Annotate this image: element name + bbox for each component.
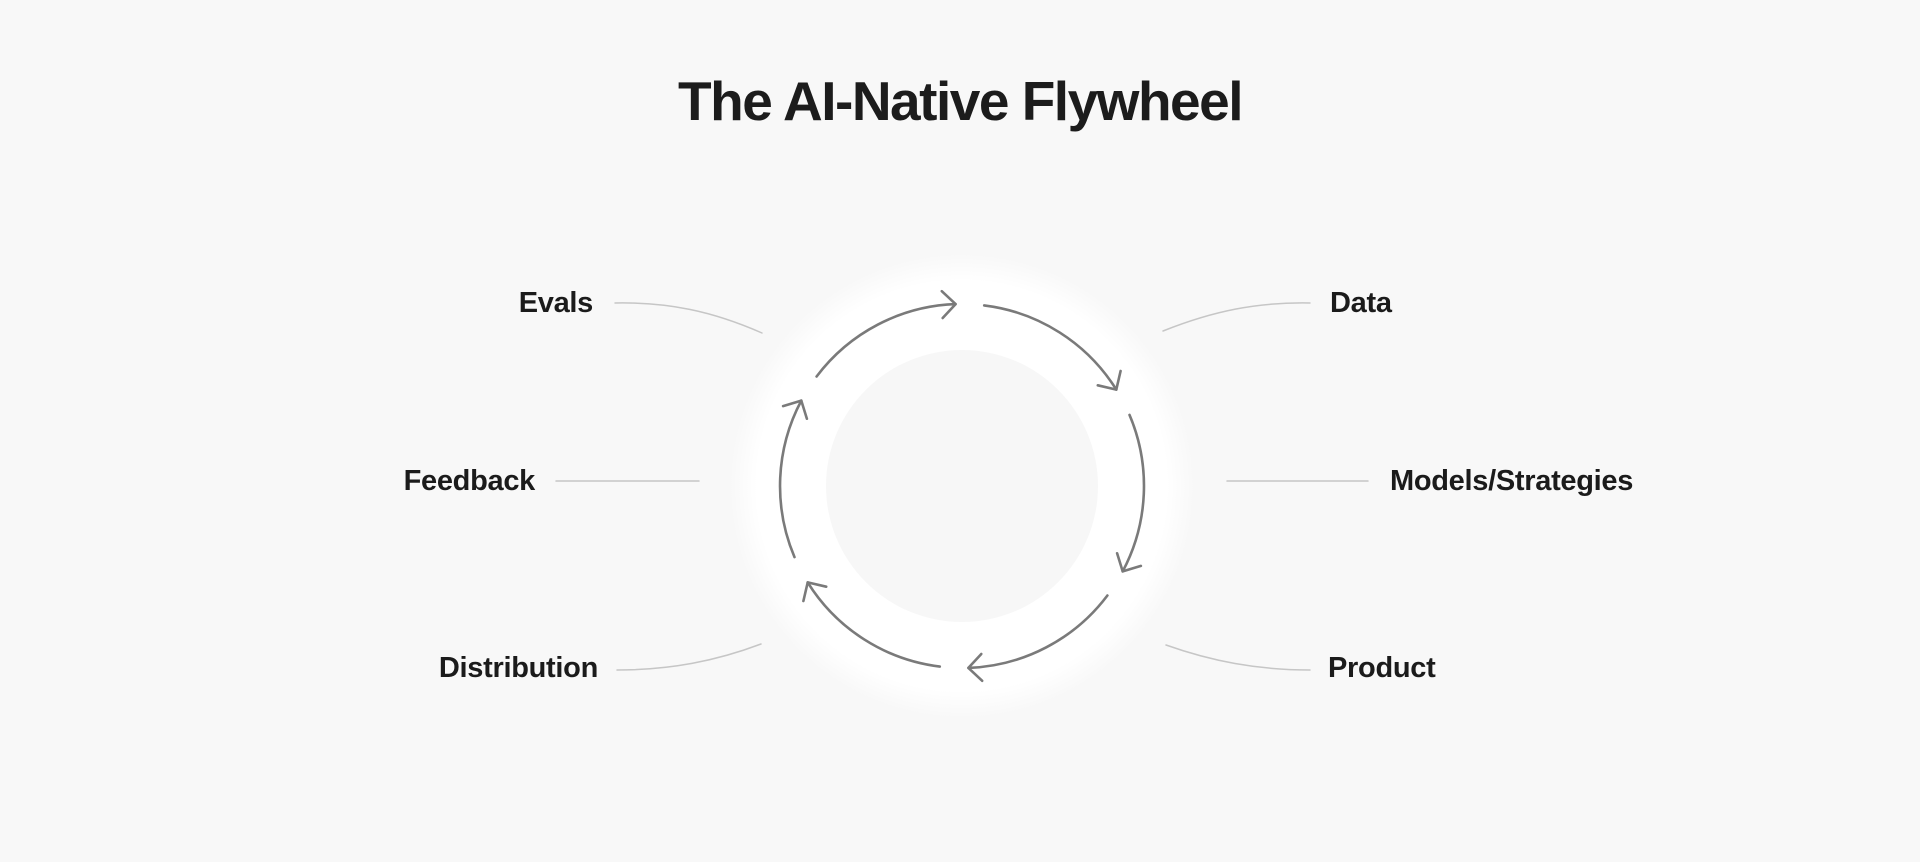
cycle-arrow-segment <box>967 594 1109 670</box>
cycle-arrow-segment <box>806 581 942 668</box>
label-evals: Evals <box>518 287 594 319</box>
connector-lines <box>555 302 1369 671</box>
flywheel-arrows <box>778 289 1146 683</box>
connector-line-data <box>1162 302 1311 332</box>
connector-line-distribution <box>616 643 762 671</box>
cycle-arrowhead <box>1096 369 1122 391</box>
page-title: The AI-Native Flywheel <box>678 70 1244 132</box>
cycle-arrow-segment <box>1121 413 1146 573</box>
label-data: Data <box>1330 287 1392 319</box>
flywheel-inner-disc <box>826 350 1098 622</box>
cycle-arrowhead <box>940 289 957 320</box>
cycle-arrowhead <box>967 652 984 683</box>
cycle-arrowhead <box>781 399 809 420</box>
cycle-arrow-segment <box>778 399 803 559</box>
label-feedback: Feedback <box>403 465 536 497</box>
connector-line-product <box>1165 644 1311 671</box>
label-distribution: Distribution <box>438 652 598 684</box>
connector-line-evals <box>614 302 763 334</box>
cycle-arrow-segment <box>982 304 1118 391</box>
label-models-strategies: Models/Strategies <box>1390 465 1634 497</box>
cycle-arrowhead <box>802 581 828 603</box>
label-product: Product <box>1328 652 1436 684</box>
cycle-arrow-segment <box>815 302 957 378</box>
cycle-arrowhead <box>1115 552 1143 573</box>
